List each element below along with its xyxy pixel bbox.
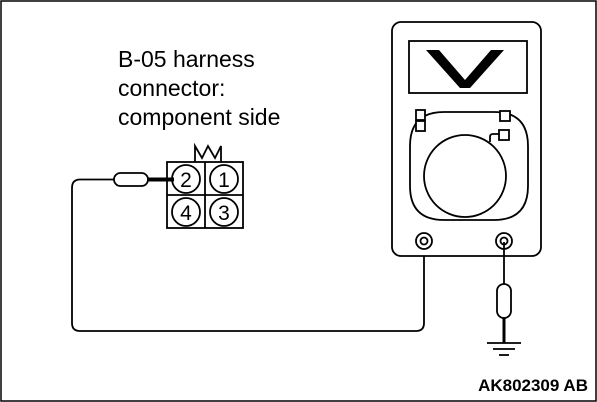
mode-switch-left-top (415, 109, 426, 121)
pin-label-4: 4 (180, 202, 192, 225)
pin-label-2: 2 (180, 169, 192, 192)
ground-symbol-icon (487, 342, 521, 356)
pin-label-3: 3 (218, 202, 230, 225)
dial-surround (409, 111, 529, 221)
mode-switch-right-top (499, 110, 511, 122)
mode-switch-right-arm (489, 133, 499, 142)
connector-label-line-1: B-05 harness (118, 46, 255, 72)
positive-probe-handle (496, 283, 512, 319)
pin-4-circle (171, 197, 201, 227)
mode-switch-left-bottom (415, 120, 426, 132)
pin-1-circle (209, 164, 239, 194)
connector-label-line-3: component side (118, 104, 280, 130)
voltmeter-icon (391, 21, 542, 257)
connector-label: B-05 harness connector: component side (118, 46, 280, 130)
harness-connector (166, 142, 244, 229)
voltage-symbol-glyph (426, 50, 504, 88)
test-lead-positive (496, 242, 512, 343)
pin-3-circle (209, 197, 239, 227)
connector-label-line-2: connector: (118, 75, 225, 101)
probe-handle (113, 172, 149, 187)
rotary-dial (423, 134, 507, 218)
connector-lock-tab (194, 142, 222, 162)
jack-com-inner (419, 236, 429, 246)
pin-label-1: 1 (218, 169, 230, 192)
figure-code: AK802309 AB (478, 376, 588, 395)
mode-switch-right-bottom (498, 129, 510, 141)
test-lead-negative (71, 178, 425, 332)
